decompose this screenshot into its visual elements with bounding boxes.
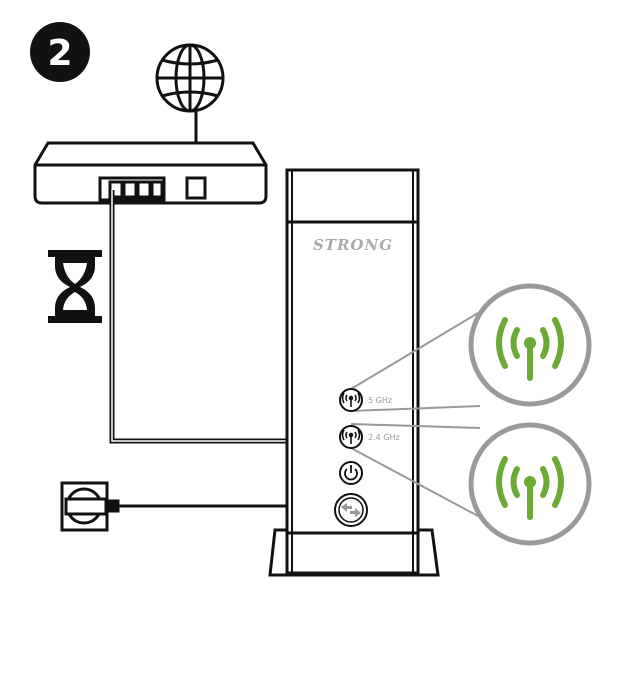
- wifi-antenna-icon: [341, 429, 361, 444]
- led-label-2-4ghz: 2.4 GHz: [368, 433, 400, 442]
- led-5ghz: 5 GHz: [339, 388, 392, 412]
- ethernet-cable: [109, 190, 289, 444]
- step-badge: 2: [30, 22, 90, 82]
- wps-button[interactable]: [334, 493, 368, 527]
- led-label-5ghz: 5 GHz: [368, 396, 392, 405]
- power-button[interactable]: [339, 461, 363, 485]
- wifi-antenna-icon: [496, 317, 564, 381]
- wifi-antenna-icon: [496, 456, 564, 520]
- globe-icon: [155, 43, 225, 113]
- led-2-4ghz: 2.4 GHz: [339, 425, 400, 449]
- signal-2-4ghz-callout: [468, 422, 592, 546]
- power-icon: [344, 465, 358, 481]
- power-outlet-icon: [60, 481, 120, 532]
- callout-lines: [350, 312, 481, 517]
- wps-icon: [341, 503, 361, 517]
- router-icon: [33, 141, 268, 205]
- hourglass-icon: [48, 250, 102, 323]
- brand-logo: STRONG: [313, 236, 393, 254]
- signal-5ghz-callout: [468, 283, 592, 407]
- wifi-antenna-icon: [341, 392, 361, 407]
- step-number: 2: [47, 33, 72, 74]
